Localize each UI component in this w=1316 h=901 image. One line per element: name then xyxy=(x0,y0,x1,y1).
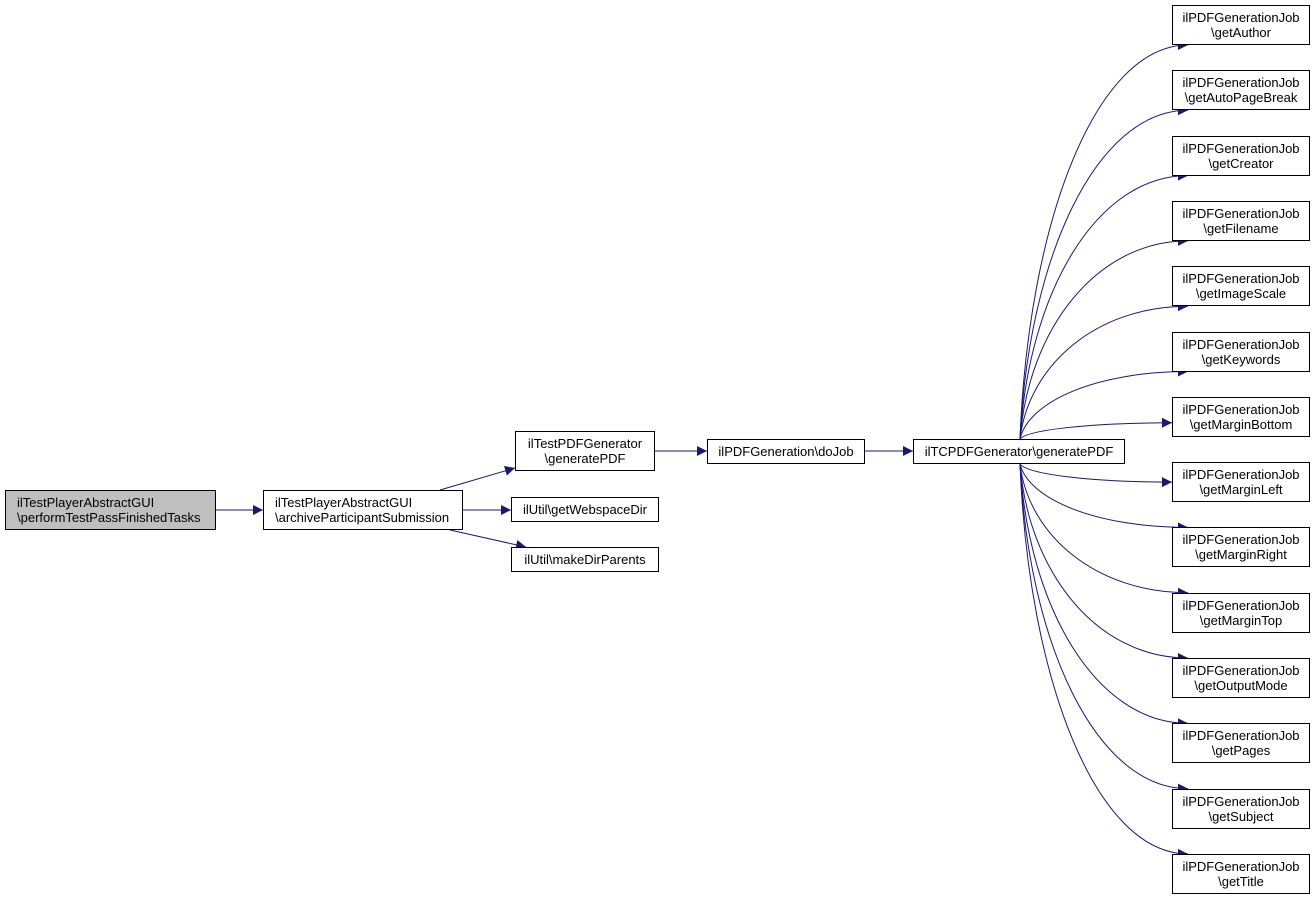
node-archive-participant-submission[interactable]: ilTestPlayerAbstractGUI \archiveParticip… xyxy=(263,490,463,530)
node-label-line2: \getPages xyxy=(1211,743,1271,759)
node-label-line1: ilPDFGenerationJob xyxy=(1182,336,1300,352)
node-label-line1: ilPDFGenerationJob xyxy=(1182,793,1300,809)
node-job-method[interactable]: ilPDFGenerationJob\getMarginLeft xyxy=(1172,462,1310,503)
node-label: ilUtil\makeDirParents xyxy=(524,552,646,567)
node-perform-test-pass-finished-tasks[interactable]: ilTestPlayerAbstractGUI \performTestPass… xyxy=(5,490,216,530)
node-label-line1: ilPDFGenerationJob xyxy=(1182,467,1300,483)
node-label-line1: ilPDFGenerationJob xyxy=(1182,75,1300,91)
node-label-line2: \getCreator xyxy=(1208,155,1274,171)
node-make-dir-parents[interactable]: ilUtil\makeDirParents xyxy=(511,547,659,572)
call-edge xyxy=(1019,463,1173,488)
node-job-method[interactable]: ilPDFGenerationJob\getCreator xyxy=(1172,135,1310,176)
node-job-method[interactable]: ilPDFGenerationJob\getKeywords xyxy=(1172,331,1310,372)
node-label-line2: \getKeywords xyxy=(1201,351,1281,367)
node-label-line2: \archiveParticipantSubmission xyxy=(275,510,450,525)
call-edge xyxy=(1019,463,1189,598)
node-label-line1: ilTestPlayerAbstractGUI xyxy=(275,495,413,510)
node-label-line2: \performTestPassFinishedTasks xyxy=(17,510,201,525)
node-label-line2: \getOutputMode xyxy=(1194,678,1288,693)
call-edge xyxy=(1019,170,1189,440)
call-edge xyxy=(1019,40,1189,440)
node-label-line1: ilPDFGenerationJob xyxy=(1182,728,1300,744)
node-label-line1: ilTestPDFGenerator xyxy=(527,436,643,451)
node-job-method[interactable]: ilPDFGenerationJob\getMarginRight xyxy=(1172,527,1310,568)
call-edge xyxy=(1019,463,1189,533)
node-label-line2: \getMarginRight xyxy=(1195,547,1287,563)
node-job-method[interactable]: ilPDFGenerationJob\getAutoPageBreak xyxy=(1172,70,1310,111)
node-job-method[interactable]: ilPDFGenerationJob\getSubject xyxy=(1172,788,1310,829)
node-job-method[interactable]: ilPDFGenerationJob\getFilename xyxy=(1172,200,1310,241)
node-label-line2: \getMarginBottom xyxy=(1189,416,1293,432)
call-edge xyxy=(1019,235,1189,440)
node-label-line2: \getSubject xyxy=(1208,808,1274,824)
node-label-line1: ilPDFGenerationJob xyxy=(1182,597,1300,613)
node-job-method[interactable]: ilPDFGenerationJob\getMarginBottom xyxy=(1172,396,1310,437)
call-edge xyxy=(1019,301,1189,440)
call-edges xyxy=(216,40,1189,859)
node-job-method[interactable]: ilPDFGenerationJob\getAuthor xyxy=(1172,5,1310,45)
node-do-job[interactable]: ilPDFGeneration\doJob xyxy=(707,439,865,464)
node-job-method[interactable]: ilPDFGenerationJob\getTitle xyxy=(1172,853,1310,894)
node-label: ilUtil\getWebspaceDir xyxy=(522,502,648,517)
node-get-webspace-dir[interactable]: ilUtil\getWebspaceDir xyxy=(511,497,659,522)
call-edge xyxy=(1019,463,1189,859)
node-label-line2: \getMarginTop xyxy=(1199,612,1283,628)
node-label-line2: \getFilename xyxy=(1203,220,1279,236)
node-label-line2: \getMarginLeft xyxy=(1199,482,1283,498)
call-edge xyxy=(1019,463,1189,729)
node-label-line2: \getTitle xyxy=(1218,873,1264,889)
node-label-line1: ilPDFGenerationJob xyxy=(1182,205,1300,221)
call-edge xyxy=(1019,366,1189,440)
node-label-line1: ilPDFGenerationJob xyxy=(1182,140,1300,156)
node-label-line1: ilPDFGenerationJob xyxy=(1182,10,1300,25)
node-label: ilTCPDFGenerator\generatePDF xyxy=(924,444,1114,459)
node-job-method[interactable]: ilPDFGenerationJob\getImageScale xyxy=(1172,266,1310,307)
node-label-line2: \getAutoPageBreak xyxy=(1184,90,1298,106)
call-edge xyxy=(1019,463,1189,663)
node-label-line1: ilPDFGenerationJob xyxy=(1182,271,1300,287)
node-label-line1: ilTestPlayerAbstractGUI xyxy=(17,495,155,510)
node-label-line2: \getImageScale xyxy=(1195,286,1287,302)
node-label-line2: \generatePDF xyxy=(544,451,626,466)
call-edge xyxy=(1019,463,1189,794)
node-label-line1: ilPDFGenerationJob xyxy=(1182,401,1300,417)
call-edge xyxy=(439,466,516,491)
call-edge xyxy=(1019,417,1173,440)
node-label-line1: ilPDFGenerationJob xyxy=(1182,663,1300,678)
node-test-pdf-generator[interactable]: ilTestPDFGenerator \generatePDF xyxy=(515,431,655,471)
node-job-method[interactable]: ilPDFGenerationJob\getMarginTop xyxy=(1172,592,1310,633)
call-edge xyxy=(449,529,527,550)
node-label-line2: \getAuthor xyxy=(1211,25,1271,40)
node-label: ilPDFGeneration\doJob xyxy=(718,444,854,459)
node-label-line1: ilPDFGenerationJob xyxy=(1182,858,1300,874)
node-label-line1: ilPDFGenerationJob xyxy=(1182,532,1300,548)
call-edge xyxy=(1019,105,1189,440)
node-job-method[interactable]: ilPDFGenerationJob\getPages xyxy=(1172,723,1310,764)
node-tcpdf-generate-pdf[interactable]: ilTCPDFGenerator\generatePDF xyxy=(913,439,1125,464)
node-job-method[interactable]: ilPDFGenerationJob\getOutputMode xyxy=(1172,658,1310,698)
